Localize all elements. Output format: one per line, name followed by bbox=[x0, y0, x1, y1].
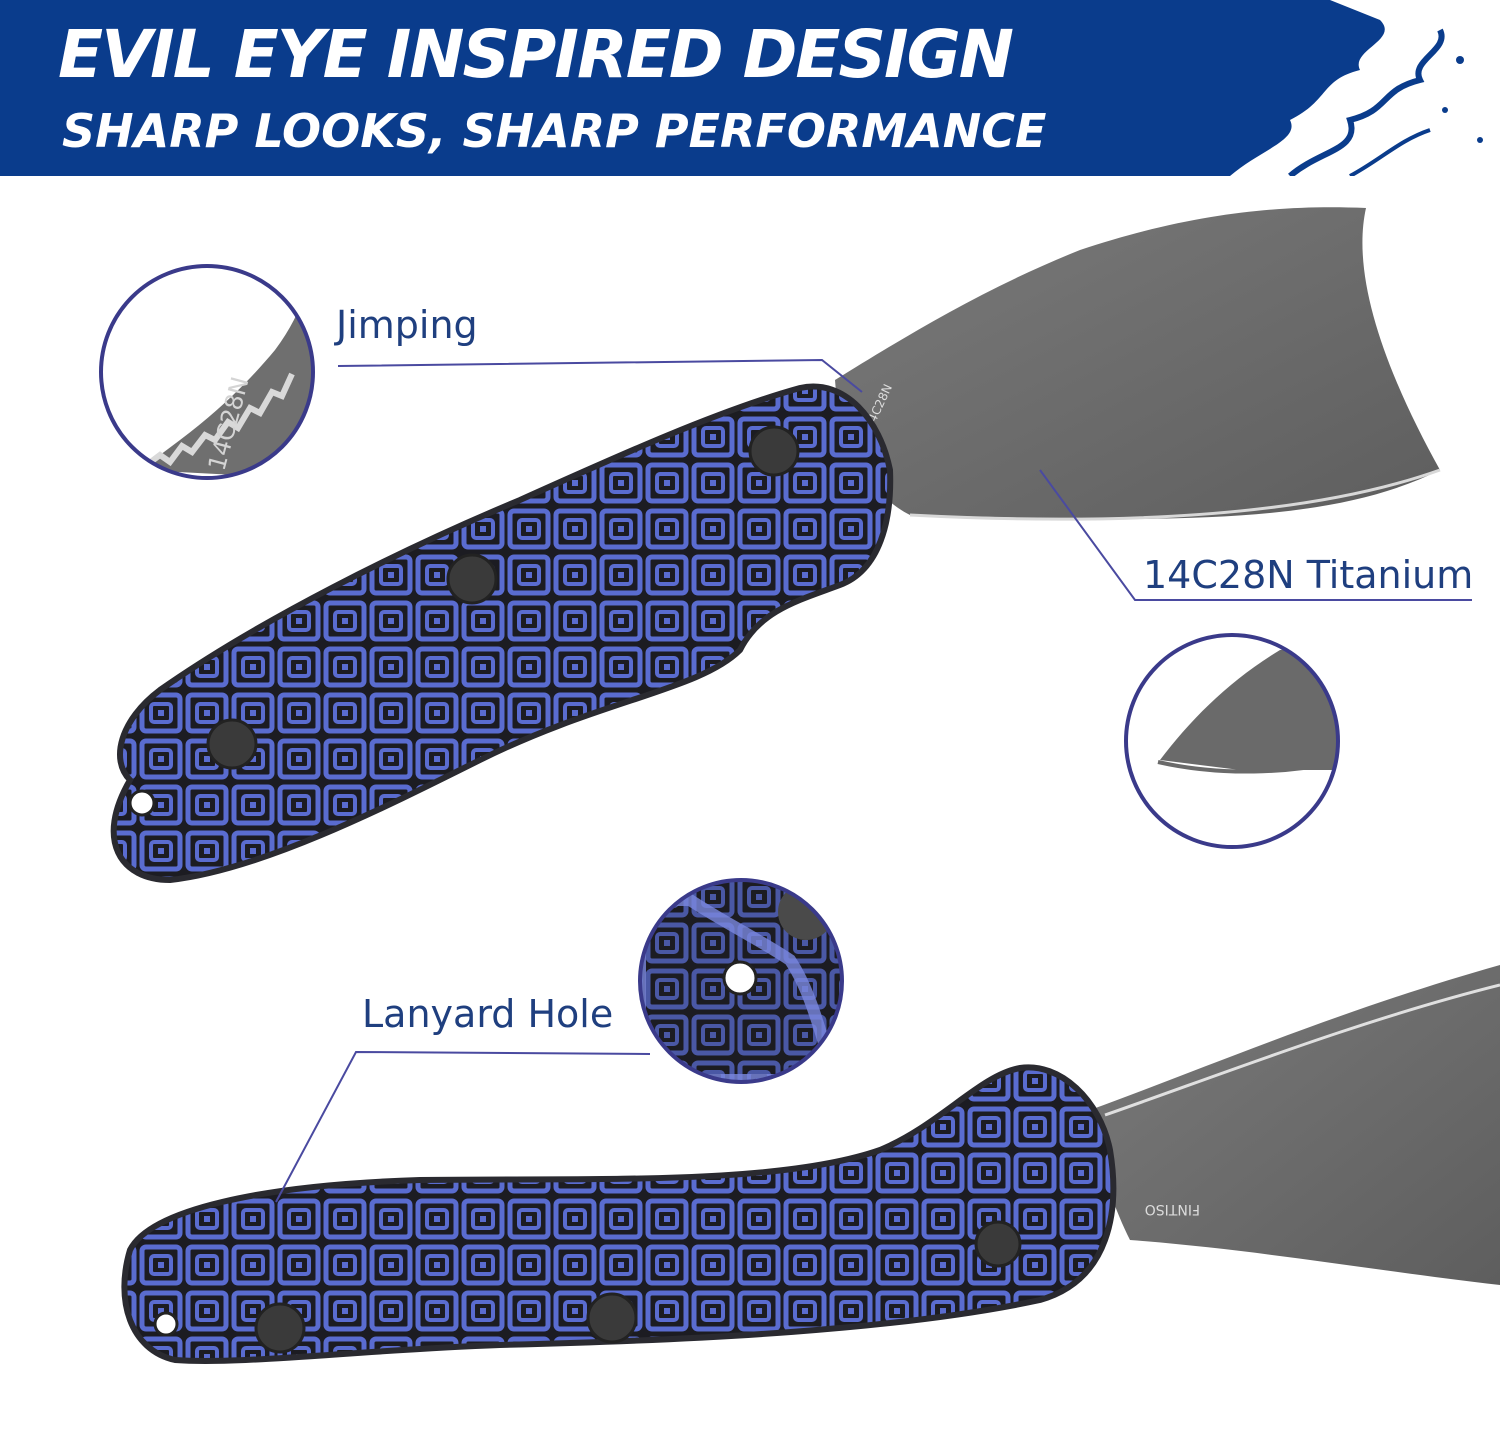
screw-icon bbox=[254, 1302, 306, 1354]
zoom-blade-edge bbox=[1124, 633, 1340, 849]
callout-steel: 14C28N Titanium bbox=[1143, 553, 1474, 597]
banner-subtitle: SHARP LOOKS, SHARP PERFORMANCE bbox=[62, 104, 1047, 158]
blade-lower bbox=[1090, 965, 1500, 1285]
lanyard-hole-icon bbox=[128, 789, 156, 817]
logo-screw-icon bbox=[974, 1220, 1022, 1268]
brand-stamp-lower: FINTISO bbox=[1145, 1201, 1200, 1217]
callout-jimping: Jimping bbox=[336, 303, 478, 347]
header-banner: EVIL EYE INSPIRED DESIGN SHARP LOOKS, SH… bbox=[0, 0, 1500, 176]
callout-lanyard-hole: Lanyard Hole bbox=[362, 992, 614, 1036]
screw-icon bbox=[748, 425, 800, 477]
zoom-jimping: 14C28N bbox=[99, 264, 315, 480]
zoom-lanyard-hole bbox=[638, 878, 844, 1084]
leader-lines bbox=[275, 358, 1472, 1203]
banner-title: EVIL EYE INSPIRED DESIGN bbox=[58, 16, 1014, 93]
brush-stroke-edge bbox=[1230, 0, 1500, 176]
handle-upper bbox=[110, 383, 894, 884]
lanyard-hole-icon bbox=[153, 1311, 179, 1337]
blade-upper bbox=[835, 207, 1440, 519]
screw-icon bbox=[586, 1292, 638, 1344]
screw-icon bbox=[446, 553, 498, 605]
knife-upper: 14C28N bbox=[110, 207, 1441, 884]
screw-icon bbox=[206, 718, 258, 770]
handle-lower bbox=[121, 1064, 1117, 1364]
knife-lower: FINTISO bbox=[121, 965, 1500, 1364]
